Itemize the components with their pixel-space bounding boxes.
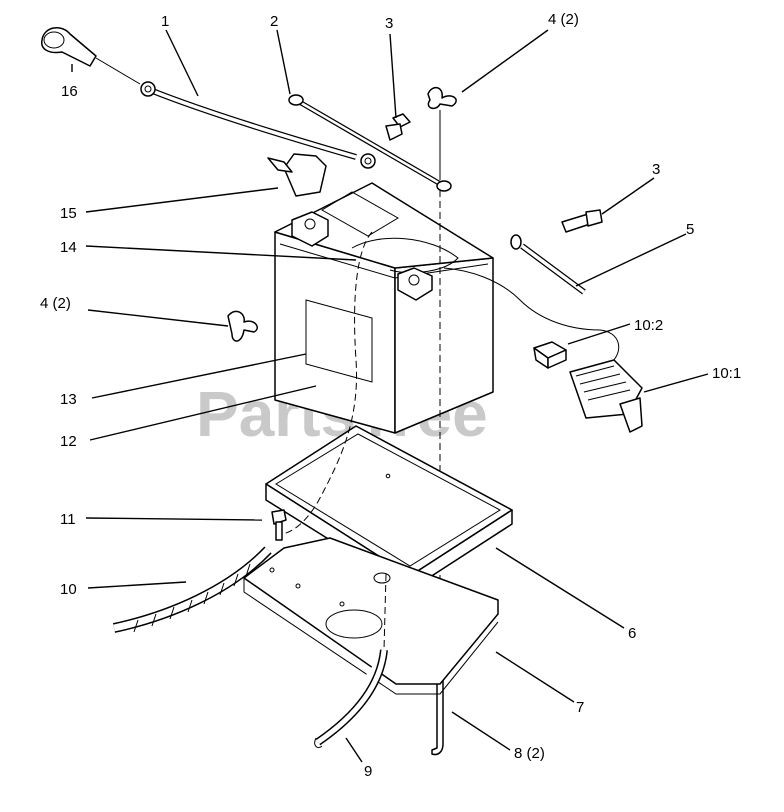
callout-8: 8 (2) — [514, 745, 545, 762]
mounting-plate-7 — [243, 537, 499, 695]
callout-9: 9 — [364, 763, 372, 780]
callout-13: 13 — [60, 391, 77, 408]
callout-7: 7 — [576, 699, 584, 716]
callout-15: 15 — [60, 205, 77, 222]
leader-lines — [71, 29, 709, 763]
fuse-holder-10-1 — [569, 359, 643, 433]
callout-10-1: 10:1 — [712, 365, 741, 382]
callout-5: 5 — [686, 221, 694, 238]
bolt-3-top — [385, 113, 411, 141]
conduit-10 — [112, 546, 272, 633]
cable-1 — [95, 57, 376, 169]
bolt-11 — [271, 509, 287, 541]
battery — [274, 182, 494, 434]
battery-label — [305, 299, 373, 383]
callout-2: 2 — [270, 13, 278, 30]
terminal-boot-15 — [267, 153, 327, 197]
battery-vent-cap — [321, 191, 399, 237]
wing-nut-4-left — [227, 310, 258, 342]
callout-labels: 1 2 3 4 (2) 16 3 15 5 14 4 (2) 10:2 10:1… — [40, 11, 741, 780]
callout-6: 6 — [628, 625, 636, 642]
cable-5 — [443, 234, 620, 363]
callout-4b: 4 (2) — [40, 295, 71, 312]
cable-9 — [279, 231, 388, 749]
fuse-10-2 — [533, 341, 567, 369]
callout-16: 16 — [61, 83, 78, 100]
callout-11: 11 — [60, 511, 76, 528]
callout-10-2: 10:2 — [634, 317, 663, 334]
terminal-positive — [397, 267, 433, 301]
callout-3b: 3 — [652, 161, 660, 178]
hold-down-strap-2 — [288, 94, 452, 192]
terminal-boot-16 — [41, 27, 97, 67]
callout-10: 10 — [60, 581, 77, 598]
callout-12: 12 — [60, 433, 77, 450]
callout-4a: 4 (2) — [548, 11, 579, 28]
wing-nut-4-top — [427, 86, 457, 110]
callout-1: 1 — [161, 13, 169, 30]
bolt-3-right — [561, 209, 603, 233]
callout-3a: 3 — [385, 15, 393, 32]
callout-14: 14 — [60, 239, 77, 256]
